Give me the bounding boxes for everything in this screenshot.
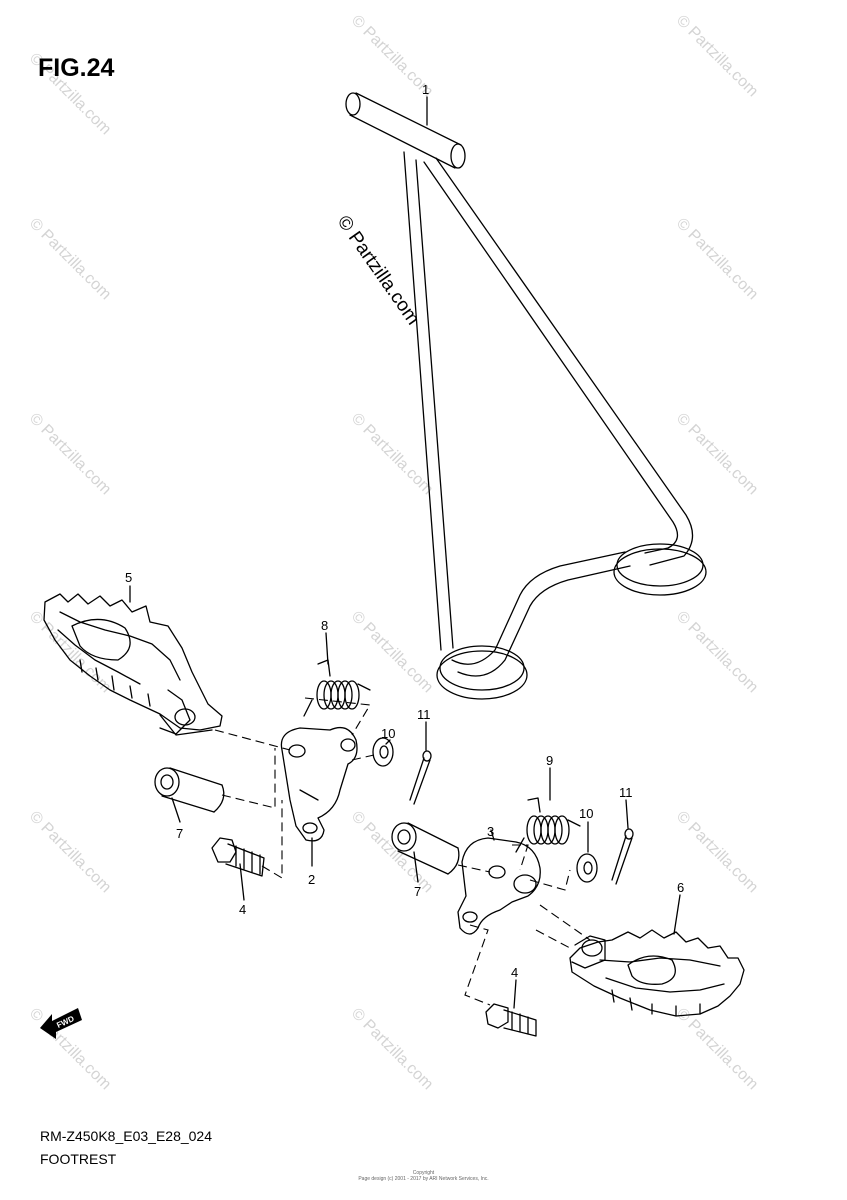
part-pin-left	[154, 767, 225, 813]
callout-10-left: 10	[381, 726, 395, 741]
callout-4-left: 4	[239, 902, 246, 917]
part-spring-left	[303, 659, 371, 717]
callout-7-right: 7	[414, 884, 421, 899]
callout-4-right: 4	[511, 965, 518, 980]
callout-10-right: 10	[579, 806, 593, 821]
part-cotter-pin-left	[409, 750, 432, 805]
callout-1: 1	[422, 82, 429, 97]
callout-7-left: 7	[176, 826, 183, 841]
part-bolt-right	[485, 1003, 537, 1037]
part-bracket-left	[280, 726, 358, 842]
part-stand	[345, 92, 707, 700]
callout-11-right: 11	[619, 785, 633, 800]
leader-lines	[129, 96, 681, 1009]
part-pin-right	[391, 822, 460, 875]
part-washer-right	[576, 853, 598, 883]
callout-11-left: 11	[417, 707, 431, 722]
model-code: RM-Z450K8_E03_E28_024	[40, 1128, 213, 1144]
part-washer-left	[372, 737, 394, 767]
copyright-notice: Copyright Page design (c) 2001 - 2017 by…	[0, 1170, 847, 1182]
part-bracket-right	[457, 837, 541, 935]
callouts: 1 2 3 4 4 5 6 7 7 8 9 10 10 11 11	[125, 82, 684, 980]
copyright-title: Copyright	[412, 1170, 435, 1176]
callout-3: 3	[487, 824, 494, 839]
callout-5: 5	[125, 570, 132, 585]
callout-9: 9	[546, 753, 553, 768]
figure-caption: FOOTREST	[40, 1151, 117, 1167]
callout-8: 8	[321, 618, 328, 633]
copyright-line: Page design (c) 2001 - 2017 by ARI Netwo…	[358, 1176, 489, 1182]
assembly-lines	[214, 697, 591, 1006]
part-bolt-left	[211, 837, 265, 877]
part-footrest-left	[43, 593, 223, 736]
part-cotter-pin-right	[611, 828, 634, 885]
part-spring-right	[515, 797, 581, 853]
part-footrest-right	[569, 929, 745, 1017]
callout-6: 6	[677, 880, 684, 895]
figure-title: FIG.24	[38, 54, 115, 82]
callout-2: 2	[308, 872, 315, 887]
forward-direction-arrow: FWD	[40, 1008, 82, 1039]
